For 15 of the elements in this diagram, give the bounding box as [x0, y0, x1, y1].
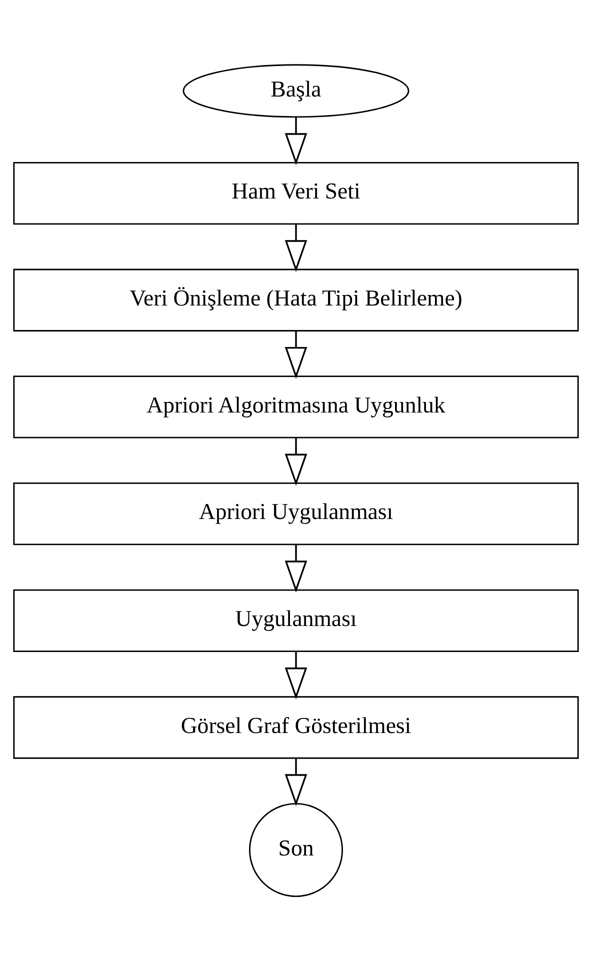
arrow: [284, 544, 308, 593]
arrow: [284, 117, 308, 166]
arrow: [284, 758, 308, 806]
node-box: Apriori Uygulanması: [13, 482, 579, 546]
arrow: [284, 438, 308, 486]
arrow: [284, 331, 308, 379]
node-box: Veri Önişleme (Hata Tipi Belirleme): [13, 268, 579, 332]
node-ellipse: Başla: [182, 64, 410, 118]
node-box: Ham Veri Seti: [13, 162, 579, 225]
arrow: [284, 224, 308, 272]
node-box: Uygulanması: [13, 589, 579, 652]
node-box: Apriori Algoritmasına Uygunluk: [13, 376, 579, 438]
node-box: Görsel Graf Gösterilmesi: [13, 696, 579, 759]
arrow: [284, 652, 308, 700]
node-circle: Son: [248, 803, 344, 898]
